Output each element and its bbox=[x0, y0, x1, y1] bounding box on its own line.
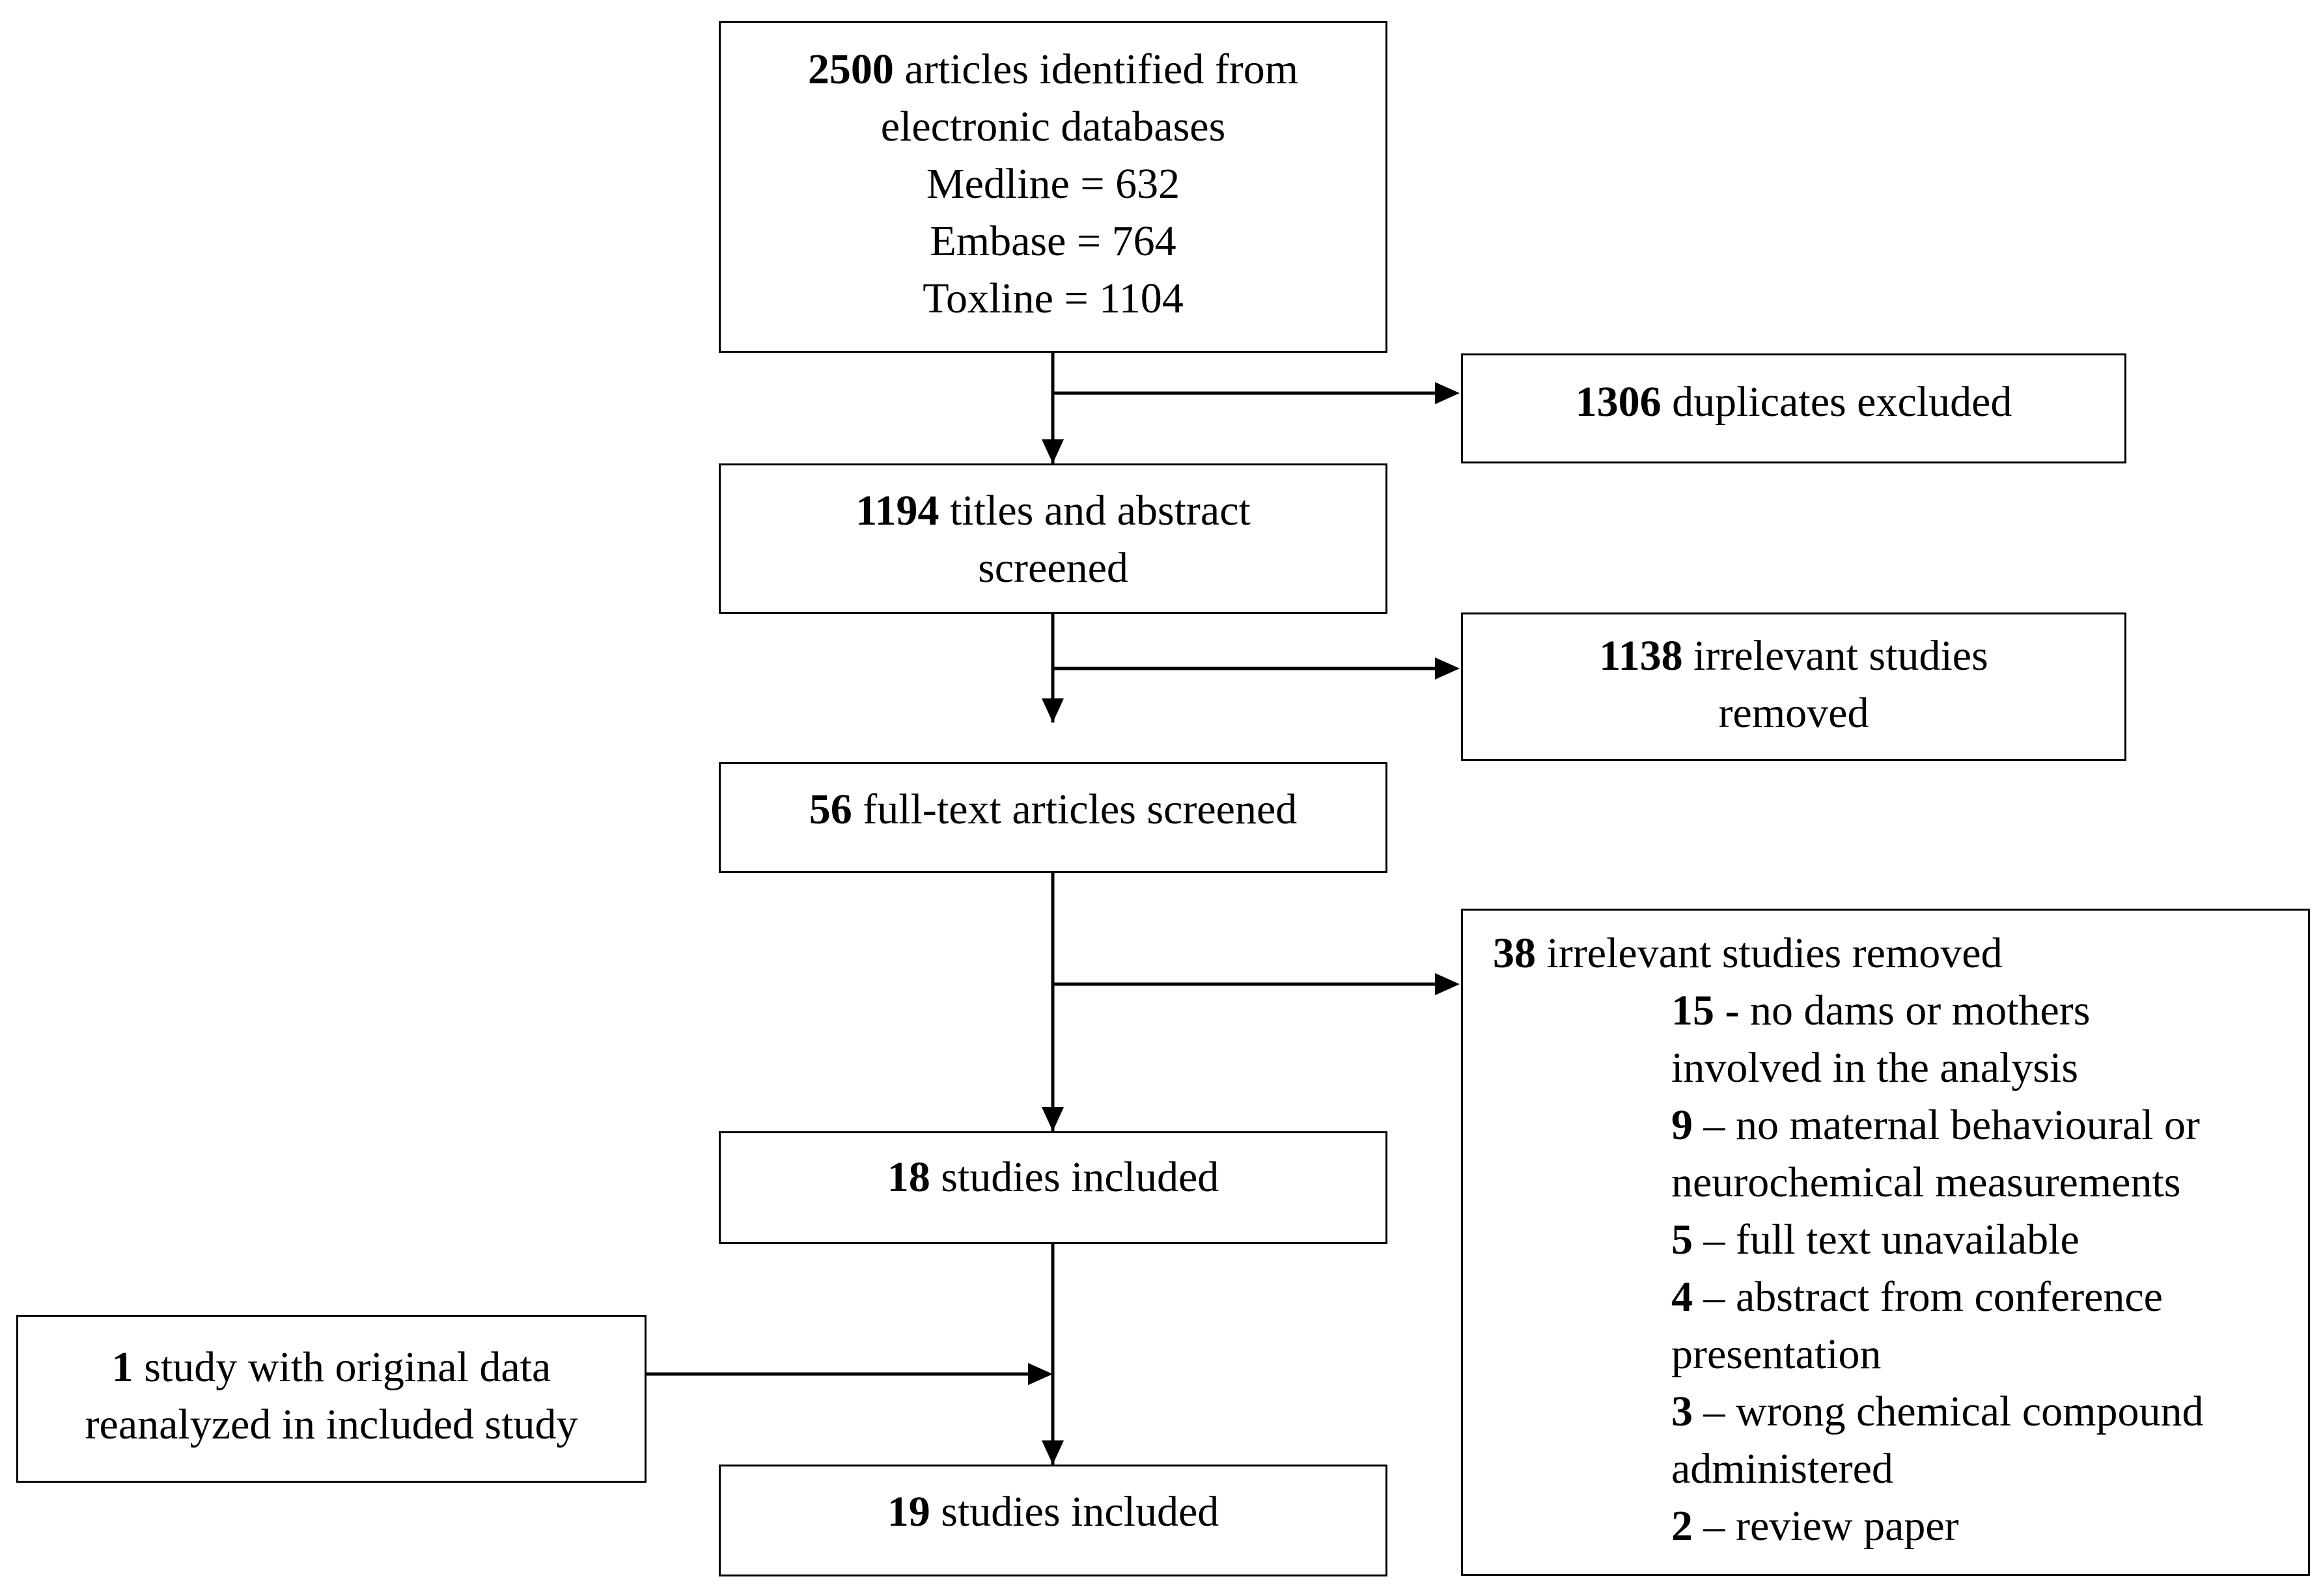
included19-box: 19 studies included bbox=[719, 1465, 1387, 1576]
fulltext-line: 56 full-text articles screened bbox=[721, 781, 1385, 838]
reason-text: no dams or mothers bbox=[1739, 987, 2091, 1034]
reason-text: – full text unavailable bbox=[1693, 1216, 2080, 1263]
irrelevant1-text: irrelevant studies bbox=[1682, 632, 1988, 680]
irrelevant1-box: 1138 irrelevant studies removed bbox=[1461, 612, 2126, 761]
arrowhead-fulltext bbox=[1042, 698, 1064, 722]
titles-line1: 1194 titles and abstract bbox=[721, 482, 1385, 540]
reason-item: 15 - no dams or mothers bbox=[1493, 982, 2308, 1039]
arrowhead-irrelevant2 bbox=[1435, 973, 1460, 995]
arrowhead-reanalyzed bbox=[1028, 1363, 1053, 1385]
titles-line2: screened bbox=[978, 544, 1128, 592]
reason-text-line2: presentation bbox=[1671, 1330, 1882, 1378]
identified-count: 2500 bbox=[807, 46, 894, 93]
arrowhead-duplicates bbox=[1435, 382, 1460, 404]
reason-item: 9 – no maternal behavioural or bbox=[1493, 1097, 2308, 1154]
reason-text-line2: administered bbox=[1671, 1445, 1893, 1493]
toxline-count: Toxline = 1104 bbox=[923, 275, 1184, 322]
reason-item: 4 – abstract from conference bbox=[1493, 1269, 2308, 1326]
reason-item: 5 – full text unavailable bbox=[1493, 1211, 2308, 1269]
included18-text: studies included bbox=[930, 1153, 1219, 1201]
reason-item: 2 – review paper bbox=[1493, 1498, 2308, 1555]
included19-count: 19 bbox=[887, 1488, 930, 1535]
irrelevant2-box: 38 irrelevant studies removed 15 - no da… bbox=[1461, 909, 2310, 1576]
fulltext-box: 56 full-text articles screened bbox=[719, 762, 1387, 873]
fulltext-count: 56 bbox=[809, 786, 852, 833]
irrelevant2-text: irrelevant studies removed bbox=[1536, 929, 2003, 977]
reason-text: – abstract from conference bbox=[1693, 1273, 2163, 1321]
included18-count: 18 bbox=[887, 1153, 930, 1201]
reanalyzed-text: study with original data bbox=[133, 1343, 551, 1391]
reanalyzed-line1: 1 study with original data bbox=[18, 1339, 645, 1396]
titles-box: 1194 titles and abstract screened bbox=[719, 463, 1387, 614]
included19-line: 19 studies included bbox=[721, 1483, 1385, 1541]
reanalyzed-count: 1 bbox=[111, 1343, 133, 1391]
reason-item: 3 – wrong chemical compound bbox=[1493, 1383, 2308, 1440]
irrelevant1-count: 1138 bbox=[1599, 632, 1683, 680]
reanalyzed-box: 1 study with original data reanalyzed in… bbox=[16, 1315, 647, 1483]
duplicates-line: 1306 duplicates excluded bbox=[1463, 374, 2124, 431]
titles-text: titles and abstract bbox=[939, 487, 1251, 534]
arrowhead-irrelevant1 bbox=[1435, 657, 1460, 680]
included18-box: 18 studies included bbox=[719, 1131, 1387, 1244]
reason-count: 9 bbox=[1671, 1101, 1693, 1149]
titles-count: 1194 bbox=[855, 487, 939, 534]
reason-text: – wrong chemical compound bbox=[1693, 1388, 2204, 1435]
irrelevant1-line2: removed bbox=[1718, 689, 1869, 737]
identified-box: 2500 articles identified from electronic… bbox=[719, 21, 1387, 353]
arrowhead-included18 bbox=[1042, 1107, 1064, 1131]
fulltext-text: full-text articles screened bbox=[852, 786, 1298, 833]
duplicates-count: 1306 bbox=[1575, 378, 1662, 426]
arrowhead-included19 bbox=[1042, 1440, 1064, 1465]
reason-count: 15 - bbox=[1671, 987, 1740, 1034]
duplicates-text: duplicates excluded bbox=[1661, 378, 2012, 426]
reason-text-line2: neurochemical measurements bbox=[1671, 1159, 2181, 1206]
duplicates-box: 1306 duplicates excluded bbox=[1461, 353, 2126, 463]
identified-line1: 2500 articles identified from bbox=[721, 41, 1385, 98]
included18-line: 18 studies included bbox=[721, 1149, 1385, 1206]
identified-text: articles identified from bbox=[893, 46, 1299, 93]
included19-text: studies included bbox=[930, 1488, 1219, 1535]
reason-count: 3 bbox=[1671, 1388, 1693, 1435]
reason-text-line2: involved in the analysis bbox=[1671, 1044, 2079, 1092]
reason-count: 5 bbox=[1671, 1216, 1693, 1263]
reason-text: – no maternal behavioural or bbox=[1693, 1101, 2200, 1149]
arrowhead-titles bbox=[1042, 439, 1064, 463]
irrelevant1-line1: 1138 irrelevant studies bbox=[1463, 627, 2124, 685]
medline-count: Medline = 632 bbox=[926, 160, 1180, 208]
reanalyzed-line2: reanalyzed in included study bbox=[85, 1401, 578, 1448]
identified-line2: electronic databases bbox=[880, 103, 1226, 150]
irrelevant2-header: 38 irrelevant studies removed bbox=[1493, 925, 2308, 982]
irrelevant2-count: 38 bbox=[1493, 929, 1536, 977]
embase-count: Embase = 764 bbox=[930, 217, 1176, 265]
reason-text: – review paper bbox=[1693, 1502, 1959, 1550]
reason-count: 2 bbox=[1671, 1502, 1693, 1550]
reason-count: 4 bbox=[1671, 1273, 1693, 1321]
